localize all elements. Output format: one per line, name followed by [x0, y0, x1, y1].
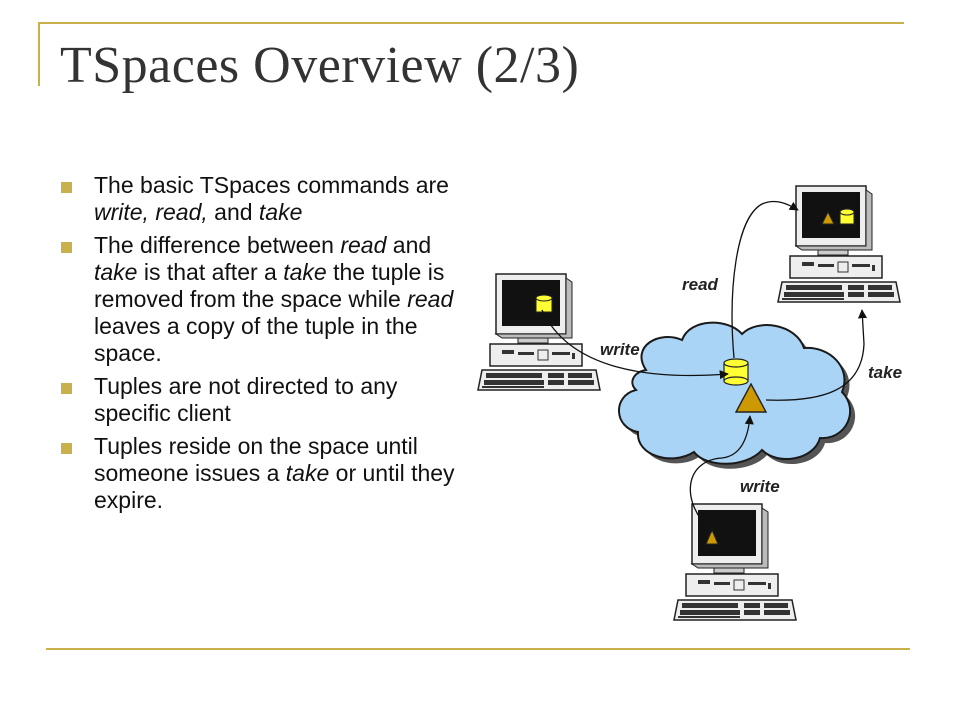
bullet-text-run: and: [207, 199, 259, 225]
bullet-text-run: The difference between: [94, 232, 341, 258]
bullet-text-run: take: [94, 259, 138, 285]
label-write-left: write: [600, 340, 640, 359]
space-tuple-triangle-icon: [734, 382, 768, 413]
bullet-text-run: or until they expire.: [94, 460, 455, 513]
read-arrow: [731, 200, 799, 359]
bullet-item: The difference between read and take is …: [60, 232, 470, 367]
bullet-item: Tuples are not directed to any specific …: [60, 373, 470, 427]
bullet-text-run: write, read,: [94, 199, 208, 225]
frame-top-rule: [38, 22, 904, 24]
bullet-text-run: read: [407, 286, 454, 312]
bullet-text-run: leaves a copy of the tuple in the space.: [94, 313, 418, 366]
label-write-bottom: write: [740, 477, 780, 496]
space-tuple-cylinder-icon: [723, 358, 749, 386]
label-read: read: [682, 275, 719, 294]
tuple-cylinder-icon: [535, 294, 553, 313]
bullet-list: The basic TSpaces commands are write, re…: [60, 172, 470, 520]
frame-bottom-rule: [46, 648, 910, 650]
tspaces-diagram: read write take write: [477, 185, 902, 621]
bullet-text-run: Tuples reside on the space until someone…: [94, 433, 418, 486]
computer-left: [477, 273, 601, 391]
bullet-text-run: the tuple is removed from the space whil…: [94, 259, 445, 312]
bullet-text-run: take: [258, 199, 303, 225]
tuple-triangle-icon: [821, 210, 835, 225]
bullet-text-run: Tuples are not directed to any specific …: [94, 373, 398, 426]
computer-bottom: [673, 503, 797, 621]
bullet-text-run: and: [386, 232, 432, 258]
take-arrow: [765, 309, 868, 401]
tuple-space-cloud: [618, 321, 856, 469]
label-take: take: [868, 363, 902, 382]
bullet-text-run: The basic TSpaces commands are: [94, 172, 449, 198]
write-arrow-left: [541, 309, 729, 380]
tuple-cylinder-icon: [839, 208, 855, 225]
frame-left-rule: [38, 22, 40, 86]
bullet-text-run: read: [340, 232, 387, 258]
computer-right: [777, 185, 901, 303]
bullet-item: The basic TSpaces commands are write, re…: [60, 172, 470, 226]
bullet-text-run: take: [285, 460, 330, 486]
tuple-triangle-icon: [705, 528, 719, 545]
bullet-text-run: take: [283, 259, 327, 285]
write-arrow-bottom: [689, 415, 754, 533]
bullet-item: Tuples reside on the space until someone…: [60, 433, 470, 514]
slide-title: TSpaces Overview (2/3): [60, 37, 580, 94]
bullet-text-run: is that after a: [137, 259, 284, 285]
